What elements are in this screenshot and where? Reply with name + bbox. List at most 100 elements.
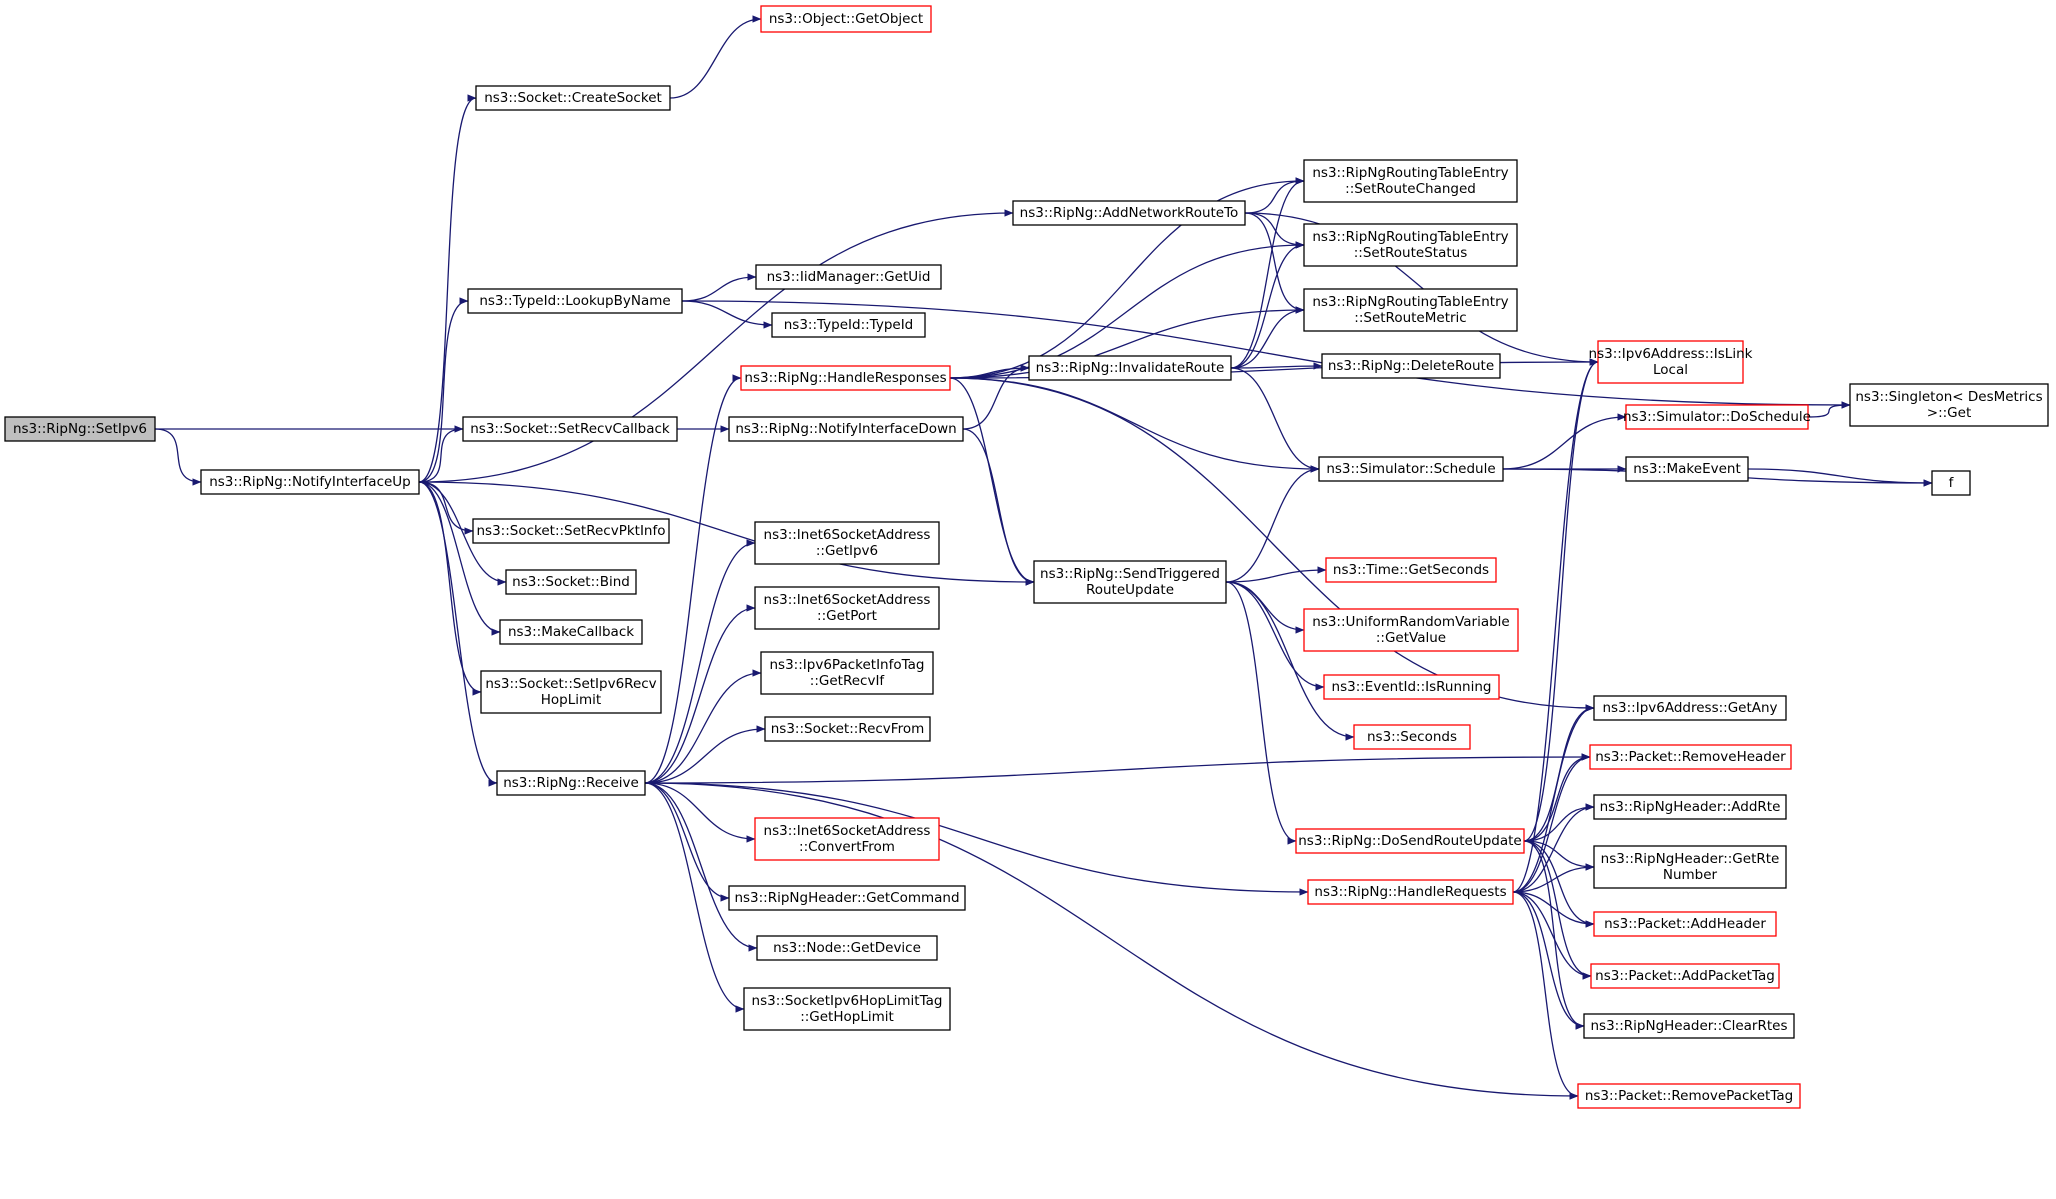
node-clearrtes-box	[1583, 1013, 1795, 1039]
node-getuid[interactable]: ns3::IidManager::GetUid	[755, 264, 942, 290]
node-isrunning[interactable]: ns3::EventId::IsRunning	[1323, 674, 1500, 700]
node-removepackettag-label: ns3::Packet::RemovePacketTag	[1585, 1088, 1793, 1104]
node-getobject[interactable]: ns3::Object::GetObject	[760, 5, 932, 33]
node-getcommand[interactable]: ns3::RipNgHeader::GetCommand	[728, 885, 966, 911]
node-dosendroute-box	[1295, 828, 1525, 854]
node-typeid[interactable]: ns3::TypeId::TypeId	[771, 312, 926, 338]
node-deleteroute[interactable]: ns3::RipNg::DeleteRoute	[1321, 353, 1501, 379]
node-islinklocal-label: ns3::Ipv6Address::IsLink	[1589, 346, 1753, 362]
node-removepackettag[interactable]: ns3::Packet::RemovePacketTag	[1577, 1083, 1801, 1109]
node-setrecvpkt-box	[472, 518, 670, 544]
node-getdevice-box	[756, 935, 938, 961]
node-getseconds[interactable]: ns3::Time::GetSeconds	[1325, 557, 1497, 583]
node-setroutechanged-label: ns3::RipNgRoutingTableEntry	[1312, 165, 1508, 181]
edge-handlereq-to-addheader	[1512, 891, 1595, 928]
node-getipv6[interactable]: ns3::Inet6SocketAddress::GetIpv6	[754, 521, 940, 565]
node-doschedule-box	[1625, 404, 1809, 430]
node-setrecvcb-box	[462, 416, 678, 442]
edge-setipv6-to-notifyup	[154, 428, 202, 486]
node-seconds[interactable]: ns3::Seconds	[1353, 724, 1471, 750]
node-lookupbyname[interactable]: ns3::TypeId::LookupByName	[467, 288, 683, 314]
node-f-box	[1931, 470, 1971, 496]
node-getany[interactable]: ns3::Ipv6Address::GetAny	[1593, 695, 1787, 721]
node-addnetroute-label: ns3::RipNg::AddNetworkRouteTo	[1020, 205, 1239, 221]
node-receive-box	[496, 770, 646, 796]
edge-lookupbyname-to-typeid	[681, 300, 773, 329]
node-getvalue[interactable]: ns3::UniformRandomVariable::GetValue	[1303, 608, 1519, 652]
edge-handlereq-to-removeheader	[1512, 753, 1591, 893]
node-createsocket[interactable]: ns3::Socket::CreateSocket	[475, 85, 671, 111]
node-setipv6[interactable]: ns3::RipNg::SetIpv6	[4, 416, 156, 442]
node-gethoplimit[interactable]: ns3::SocketIpv6HopLimitTag::GetHopLimit	[743, 987, 951, 1031]
node-bind[interactable]: ns3::Socket::Bind	[505, 569, 637, 595]
node-addpackettag-box	[1590, 963, 1780, 989]
edge-receive-to-removepackettag	[644, 782, 1579, 1100]
node-getport-label: ns3::Inet6SocketAddress	[764, 592, 931, 608]
node-f[interactable]: f	[1931, 470, 1971, 496]
node-dosendroute[interactable]: ns3::RipNg::DoSendRouteUpdate	[1295, 828, 1525, 854]
node-receive[interactable]: ns3::RipNg::Receive	[496, 770, 646, 796]
edge-lookupbyname-to-getuid	[681, 273, 757, 302]
node-setrecvcb[interactable]: ns3::Socket::SetRecvCallback	[462, 416, 678, 442]
edge-handleresp-to-setroutemetric	[949, 306, 1305, 379]
node-schedule-box	[1318, 456, 1504, 482]
node-removeheader[interactable]: ns3::Packet::RemoveHeader	[1589, 744, 1792, 770]
node-handlereq-box	[1307, 879, 1514, 905]
node-isrunning-label: ns3::EventId::IsRunning	[1332, 679, 1492, 695]
node-invalidate[interactable]: ns3::RipNg::InvalidateRoute	[1028, 355, 1232, 381]
node-doschedule[interactable]: ns3::Simulator::DoSchedule	[1623, 404, 1811, 430]
node-removeheader-label: ns3::Packet::RemoveHeader	[1595, 749, 1786, 765]
node-deleteroute-box	[1321, 353, 1501, 379]
node-handleresp[interactable]: ns3::RipNg::HandleResponses	[740, 365, 951, 391]
node-singleton[interactable]: ns3::Singleton< DesMetrics >::Get	[1849, 383, 2049, 427]
node-addpackettag[interactable]: ns3::Packet::AddPacketTag	[1590, 963, 1780, 989]
node-setrecvcb-label: ns3::Socket::SetRecvCallback	[470, 421, 670, 437]
call-edges	[154, 15, 1933, 1100]
edge-invalidate-to-setroutemetric	[1230, 306, 1305, 369]
node-getrecvif-box	[760, 651, 934, 695]
edge-addnetroute-to-setroutemetric	[1244, 212, 1305, 314]
node-addpackettag-label: ns3::Packet::AddPacketTag	[1595, 968, 1775, 984]
node-convertfrom[interactable]: ns3::Inet6SocketAddress::ConvertFrom	[754, 817, 940, 861]
node-getrtenum-label: Number	[1663, 867, 1718, 883]
edge-handleresp-to-getany	[949, 377, 1595, 712]
node-singleton-box	[1849, 383, 2049, 427]
node-addrte[interactable]: ns3::RipNgHeader::AddRte	[1593, 794, 1787, 820]
node-getany-box	[1593, 695, 1787, 721]
node-makecallback[interactable]: ns3::MakeCallback	[499, 619, 643, 645]
node-clearrtes[interactable]: ns3::RipNgHeader::ClearRtes	[1583, 1013, 1795, 1039]
node-addheader[interactable]: ns3::Packet::AddHeader	[1593, 911, 1777, 937]
node-getdevice[interactable]: ns3::Node::GetDevice	[756, 935, 938, 961]
node-setrecvpkt[interactable]: ns3::Socket::SetRecvPktInfo	[472, 518, 670, 544]
node-getrecvif[interactable]: ns3::Ipv6PacketInfoTag::GetRecvIf	[760, 651, 934, 695]
node-typeid-label: ns3::TypeId::TypeId	[784, 317, 914, 333]
node-bind-label: ns3::Socket::Bind	[512, 574, 630, 590]
node-makeevent[interactable]: ns3::MakeEvent	[1625, 456, 1749, 482]
node-getport[interactable]: ns3::Inet6SocketAddress::GetPort	[754, 586, 940, 630]
node-convertfrom-label: ns3::Inet6SocketAddress	[764, 823, 931, 839]
edge-createsocket-to-getobject	[669, 15, 762, 99]
node-setroutestatus[interactable]: ns3::RipNgRoutingTableEntry::SetRouteSta…	[1303, 223, 1518, 267]
node-setroutestatus-label: ns3::RipNgRoutingTableEntry	[1312, 229, 1508, 245]
edge-dosendroute-to-addrte	[1523, 803, 1595, 842]
node-setroutemetric[interactable]: ns3::RipNgRoutingTableEntry::SetRouteMet…	[1303, 288, 1518, 332]
node-gethoplimit-box	[743, 987, 951, 1031]
edge-sendtrig-to-schedule	[1225, 465, 1320, 583]
node-handlereq[interactable]: ns3::RipNg::HandleRequests	[1307, 879, 1514, 905]
node-notifyup[interactable]: ns3::RipNg::NotifyInterfaceUp	[200, 469, 420, 495]
node-getcommand-label: ns3::RipNgHeader::GetCommand	[734, 890, 959, 906]
node-notifydown[interactable]: ns3::RipNg::NotifyInterfaceDown	[728, 416, 964, 442]
edge-invalidate-to-setroutechanged	[1230, 177, 1305, 369]
edge-addnetroute-to-islinklocal	[1244, 212, 1599, 366]
node-setroutechanged[interactable]: ns3::RipNgRoutingTableEntry::SetRouteCha…	[1303, 159, 1518, 203]
node-schedule[interactable]: ns3::Simulator::Schedule	[1318, 456, 1504, 482]
edge-receive-to-getdevice	[644, 782, 758, 952]
node-addnetroute[interactable]: ns3::RipNg::AddNetworkRouteTo	[1012, 200, 1246, 226]
node-getrtenum-box	[1593, 845, 1787, 889]
node-removeheader-box	[1589, 744, 1792, 770]
node-recvfrom[interactable]: ns3::Socket::RecvFrom	[764, 716, 931, 742]
